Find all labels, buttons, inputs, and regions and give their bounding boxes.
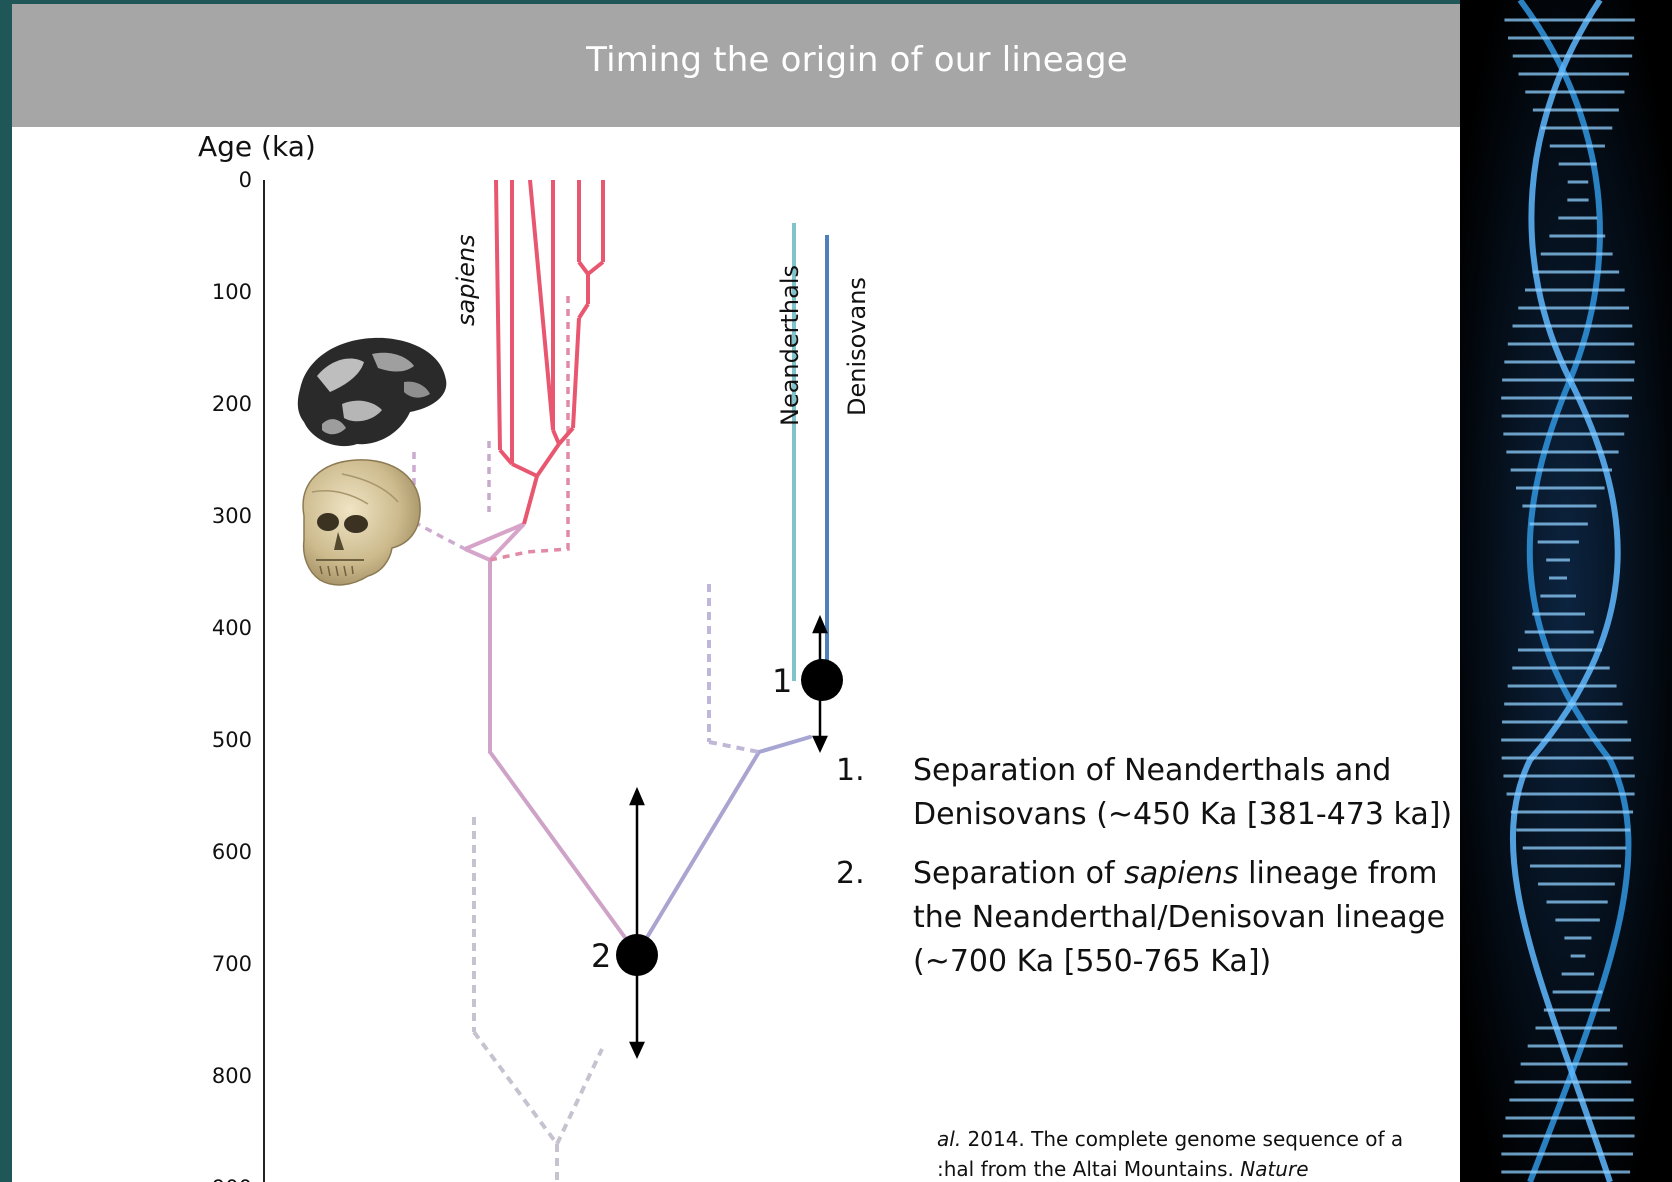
note-1: 1. Separation of Neanderthals and Deniso… xyxy=(836,749,1456,837)
note-2: 2. Separation of sapiens lineage from th… xyxy=(836,852,1456,984)
axis-tick-label: 100 xyxy=(212,280,252,304)
dna-helix-image xyxy=(1460,0,1672,1182)
neanderthal-dashed-offshoot xyxy=(709,584,759,752)
note-2-line-3: (~700 Ka [550-765 Ka]) xyxy=(913,940,1456,984)
note-1-number: 1. xyxy=(836,749,865,793)
node-1-label: 1 xyxy=(772,662,792,700)
main-tree xyxy=(490,560,810,954)
axis-tick-label: 0 xyxy=(239,168,252,192)
node-2-error-bar xyxy=(631,790,643,1056)
dna-helix-graphic xyxy=(1460,0,1672,1182)
node-1-marker xyxy=(801,659,843,701)
note-2-line-1: Separation of sapiens lineage from xyxy=(913,852,1456,896)
axis-tick-label: 500 xyxy=(212,728,252,752)
citation: al. 2014. The complete genome sequence o… xyxy=(937,1124,1457,1182)
nean-deni-stem xyxy=(637,752,759,954)
axis-tick-label: 800 xyxy=(212,1064,252,1088)
outgroup-branch xyxy=(474,817,602,1182)
citation-line-1: al. 2014. The complete genome sequence o… xyxy=(937,1124,1457,1154)
axis-tick-label: 300 xyxy=(212,504,252,528)
note-2-line-2: the Neanderthal/Denisovan lineage xyxy=(913,896,1456,940)
denisovans-label: Denisovans xyxy=(843,277,871,416)
slide: Timing the origin of our lineage Age (ka… xyxy=(12,4,1460,1182)
axis-tick-label: 600 xyxy=(212,840,252,864)
axis-ticks: 0 100 200 300 400 500 600 700 800 900 xyxy=(212,168,252,1182)
neanderthals-label: Neanderthals xyxy=(776,265,804,426)
node-2-label: 2 xyxy=(591,937,611,975)
note-1-line-1: Separation of Neanderthals and xyxy=(913,749,1456,793)
node-2-marker xyxy=(616,934,658,976)
note-2-number: 2. xyxy=(836,852,865,896)
sapiens-early-branches xyxy=(465,524,524,560)
axis-tick-label: 700 xyxy=(212,952,252,976)
sapiens-stem xyxy=(490,752,637,954)
sapiens-label: sapiens xyxy=(452,234,480,326)
axis-tick-label: 200 xyxy=(212,392,252,416)
sapiens-crown xyxy=(496,180,603,524)
phylogeny-diagram: Age (ka) 0 100 200 300 400 500 600 700 800 900 xyxy=(12,4,1460,1182)
axis-tick-label: 400 xyxy=(212,616,252,640)
axis-tick-label: 900 xyxy=(212,1176,252,1182)
skull-photo-fragment xyxy=(298,338,447,446)
nean-deni-branch xyxy=(759,737,810,752)
notes-list: 1. Separation of Neanderthals and Deniso… xyxy=(836,749,1456,999)
citation-line-2: :hal from the Altai Mountains. Nature xyxy=(937,1154,1457,1182)
axis-title: Age (ka) xyxy=(198,130,316,163)
skull-3d-reconstruction xyxy=(303,460,420,585)
note-1-line-2: Denisovans (~450 Ka [381-473 ka]) xyxy=(913,793,1456,837)
